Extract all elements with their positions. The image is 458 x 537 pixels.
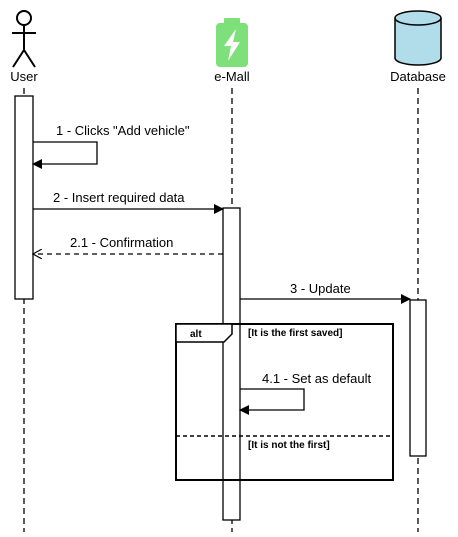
- message-1-label: 1 - Clicks "Add vehicle": [56, 123, 190, 138]
- participant-label-emall: e-Mall: [214, 69, 250, 84]
- message-3: 2.1 - Confirmation: [33, 235, 223, 254]
- alt-guard-2: [It is not the first]: [248, 440, 330, 451]
- participant-label-database: Database: [390, 69, 446, 84]
- activation-database: [409, 299, 427, 457]
- activation-user: [14, 95, 34, 300]
- activation-emall: [222, 207, 241, 521]
- alt-keyword: alt: [190, 329, 202, 340]
- message-3-label: 2.1 - Confirmation: [70, 235, 173, 250]
- message-5-label: 4.1 - Set as default: [262, 371, 372, 386]
- message-4-label: 3 - Update: [290, 281, 351, 296]
- participant-database: Database: [390, 10, 446, 532]
- battery-icon: [216, 18, 248, 67]
- message-1: 1 - Clicks "Add vehicle": [32, 123, 190, 169]
- alt-guard-1: [It is the first saved]: [248, 328, 342, 339]
- actor-icon: [12, 10, 36, 68]
- message-2: 2 - Insert required data: [33, 190, 224, 214]
- alt-fragment: alt [It is the first saved] [It is not t…: [175, 323, 394, 481]
- database-icon: [394, 10, 442, 66]
- participant-label-user: User: [10, 69, 38, 84]
- message-2-label: 2 - Insert required data: [53, 190, 185, 205]
- message-5: 4.1 - Set as default: [239, 371, 372, 415]
- participant-user: User: [10, 10, 38, 532]
- participant-emall: e-Mall: [214, 18, 250, 532]
- message-4: 3 - Update: [240, 281, 411, 304]
